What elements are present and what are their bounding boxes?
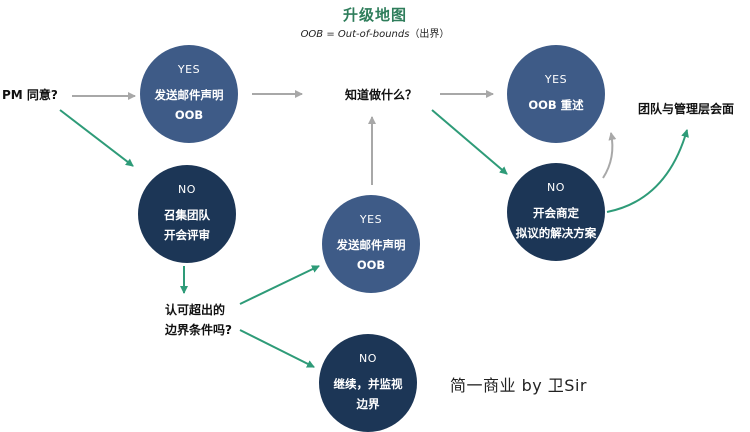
node-text-line2: 开会评审 xyxy=(164,228,210,242)
node-text-line1: OOB 重述 xyxy=(528,98,584,112)
node-text-line2: OOB xyxy=(356,258,386,272)
arrow-no-meeting-to-restate xyxy=(602,132,617,179)
subtitle-abbr: OOB xyxy=(300,29,324,40)
subtitle-meaning: Out-of-bounds xyxy=(337,29,410,40)
node-text-line2: 拟议的解决方案 xyxy=(515,226,597,240)
know-what-to-do-question: 知道做什么？ xyxy=(345,88,418,102)
no-continue-monitor-node: NO 继续，并监视 边界 xyxy=(319,334,417,432)
arrow-pm-to-no xyxy=(59,109,134,167)
node-status: NO xyxy=(547,181,565,194)
arrow-no-meeting-to-team xyxy=(606,129,689,213)
pm-agree-question: PM 同意? xyxy=(2,88,58,102)
team-meet-management-label: 团队与管理层会面 xyxy=(638,102,735,116)
subtitle-paren: （出界） xyxy=(409,29,450,40)
node-text-line1: 发送邮件声明 xyxy=(154,88,224,102)
diagram-title: 升级地图 xyxy=(342,6,407,24)
arrow-approve-to-monitor xyxy=(239,329,315,368)
node-status: NO xyxy=(359,352,377,365)
arrow-know-to-no xyxy=(431,109,508,175)
node-text-line1: 继续，并监视 xyxy=(333,377,403,391)
brand-watermark: 简一商业 by 卫Sir xyxy=(450,376,587,395)
node-status: YES xyxy=(177,63,201,76)
node-status: YES xyxy=(359,213,383,226)
arrow-approve-to-yes2 xyxy=(239,265,320,305)
node-text-line1: 开会商定 xyxy=(533,206,579,220)
question-line2: 边界条件吗? xyxy=(165,323,232,337)
node-status: YES xyxy=(544,73,568,86)
diagram-subtitle: OOB = Out-of-bounds（出界） xyxy=(0,25,750,40)
subtitle-eq: = xyxy=(323,29,338,40)
question-line1: 认可超出的 xyxy=(165,303,226,317)
node-text-line1: 召集团队 xyxy=(164,208,210,222)
yes-send-email-node: YES 发送邮件声明 OOB xyxy=(140,45,238,143)
node-text-line1: 发送邮件声明 xyxy=(336,238,406,252)
no-agree-solution-node: NO 开会商定 拟议的解决方案 xyxy=(507,163,605,261)
node-text-line2: 边界 xyxy=(356,397,380,411)
no-call-team-node: NO 召集团队 开会评审 xyxy=(138,165,236,263)
node-text-line2: OOB xyxy=(174,108,204,122)
yes-send-email-node-2: YES 发送邮件声明 OOB xyxy=(322,195,420,293)
node-status: NO xyxy=(178,183,196,196)
yes-oob-restate-node: YES OOB 重述 xyxy=(507,45,605,143)
approve-boundary-question: 认可超出的 边界条件吗? xyxy=(165,300,232,340)
